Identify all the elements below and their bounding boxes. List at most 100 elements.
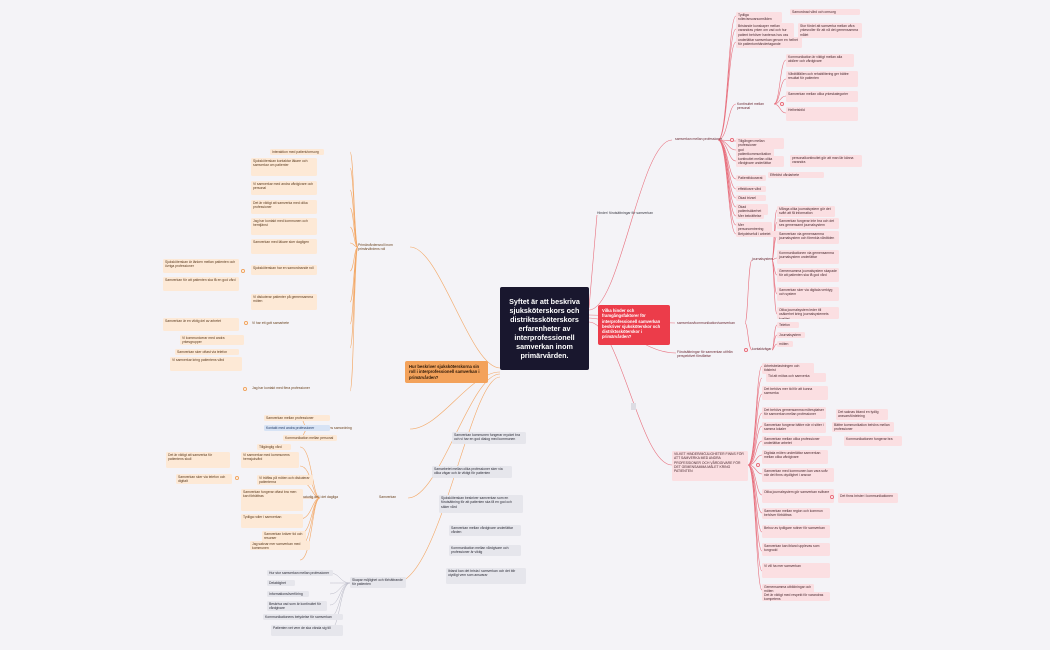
r2-journal-6[interactable]: Olika journalsystem leder till osäkerhet…: [777, 307, 839, 319]
collapse-dot[interactable]: [243, 387, 247, 391]
l3-item-3[interactable]: Samverkan sker via telefon och digitalt: [176, 474, 232, 484]
l4-item-2[interactable]: Informationsöverföring: [267, 591, 309, 598]
r4-item-10[interactable]: Behov av tydligare rutiner för samverkan: [762, 525, 830, 538]
r4-item-3[interactable]: Det behövs gemensamma mötesplatser för s…: [762, 407, 826, 419]
quote-5[interactable]: Ibland kan det brista i samverkan och de…: [446, 568, 526, 584]
branch-primarvardensroll[interactable]: Primärvårdensroll inom primärvårdens rol…: [358, 243, 393, 252]
l1-item-1[interactable]: Sjuksköterskan kontaktar läkare och samv…: [251, 158, 317, 176]
l4-item-5[interactable]: Patienten vet vem de ska vända sig till: [271, 625, 343, 636]
l4-item-4[interactable]: Kommunikationens betydelse för samverkan: [263, 614, 343, 621]
r1-sub-3[interactable]: Vårdtillfällen och rehabilitering ger bä…: [786, 71, 858, 87]
branch-mojlighet[interactable]: Skapar möjlighet och förbättrande för pa…: [350, 577, 406, 588]
l1-sub-6[interactable]: Vi samverkar kring patientens vård: [170, 357, 242, 371]
l1-item-7[interactable]: Vi diskuterar patienter på gemensamma mö…: [251, 294, 317, 310]
l1-sub-7[interactable]: Jag har kontakt med flera professioner: [252, 386, 310, 390]
l3-item-0[interactable]: Tillgänglig vård: [257, 444, 291, 451]
l3-side-label[interactable]: Samverkan: [379, 495, 397, 499]
branch-forstaelse[interactable]: Förutsättningar för samverkan utifrån pe…: [677, 350, 733, 359]
r4-item-9[interactable]: Samverkan mellan region och kommun behöv…: [762, 508, 830, 519]
r1-item-3[interactable]: Kontinuitet mellan personal: [737, 102, 764, 111]
l3-item-7[interactable]: Samverkan kräver tid och resurser: [262, 531, 306, 542]
r1-item-12[interactable]: Mer personcentrering: [736, 222, 772, 233]
l1-item-5[interactable]: Samverkan med läkare sker dagligen: [251, 239, 317, 254]
l4-item-1[interactable]: Delaktighet: [267, 580, 295, 587]
r2-sub-kontakt[interactable]: kontaktvägar: [752, 347, 772, 351]
l1-sub-4[interactable]: Vi kommunicerar med andra yrkesgrupper: [180, 335, 244, 345]
quote-2[interactable]: Sjuksköterskan beskriver samverkan som e…: [439, 495, 523, 513]
hinder-forutsattningar-label[interactable]: Hinder/ förutsättningar för samverkan: [597, 211, 653, 215]
r2-journal-4[interactable]: Gemensamma journalsystem skapade för att…: [777, 268, 839, 282]
r4-extra-2[interactable]: Kommunikationen fungerar bra: [844, 436, 902, 446]
r1-item-4[interactable]: Tillgången mellan professioner: [736, 138, 784, 149]
r4-item-5[interactable]: Samverkan mellan olika professioner unde…: [762, 436, 832, 446]
l1-sub-1[interactable]: Samverkan för att patienten ska få en go…: [163, 277, 239, 291]
l3-item-4[interactable]: Vi träffas på möten och diskuterar patie…: [257, 475, 313, 485]
collapse-dot[interactable]: [744, 348, 748, 352]
l3-item-2[interactable]: Vi samverkar med kommunens hemsjukvård: [241, 452, 299, 468]
r1-sub-5[interactable]: Helhetsbild: [786, 107, 858, 121]
r4-item-0[interactable]: Arbetsbelastningen och tidsbrist: [762, 363, 814, 374]
collapse-dot[interactable]: [730, 138, 734, 142]
r4-extra-3[interactable]: Det finns brister i kommunikationen: [838, 493, 898, 503]
collapse-dot[interactable]: [235, 476, 239, 480]
r1-sub-2[interactable]: Kommunikation är viktigt mellan alla akt…: [786, 54, 854, 67]
r2-journal-1[interactable]: Samverkan fungerar inte bra och det ses …: [777, 218, 839, 229]
r1-sub-6[interactable]: personalkontinuitet gör att man lär känn…: [790, 155, 862, 167]
l3-item-6[interactable]: Tydliga roller i samverkan: [241, 514, 303, 528]
r2-kontakt-0[interactable]: Telefon: [777, 322, 799, 329]
branch-kommunikation[interactable]: samverkan/kommunikation/samverkan: [677, 321, 735, 325]
r2-journal-3[interactable]: Kommunikationen via gemensamma journalsy…: [777, 250, 839, 264]
r2-kontakt-1[interactable]: Journalsystem: [777, 332, 805, 339]
l1-item-2[interactable]: Vi samverkar med andra vårdgivare och pe…: [251, 181, 317, 195]
collapse-dot[interactable]: [830, 495, 834, 499]
l2-item-2[interactable]: Kommunikation mellan personal: [283, 435, 337, 442]
r1-item-1[interactable]: Bristande kunskaper mellan varandras yrk…: [736, 23, 794, 38]
r2-journal-5[interactable]: Samverkan sker via digitala verktyg och …: [777, 287, 839, 301]
r1-item-11[interactable]: Mer bekräftelse: [736, 213, 764, 220]
branch-hinder-mojligheter[interactable]: VILKET HINDER/MÖJLIGHETER FINNS FÖR ATT …: [672, 451, 748, 481]
r4-extra-0[interactable]: Det saknas ibland en tydlig ansvarsförde…: [836, 409, 888, 420]
r4-item-8[interactable]: Olika journalsystem gör samverkan svårar…: [762, 489, 834, 503]
research-question-hinders[interactable]: Vilka hinder och framgångsfaktorer för i…: [598, 305, 670, 345]
l3-item-1[interactable]: Det är viktigt att samverka för patiente…: [166, 452, 230, 468]
r1-sub-1[interactable]: Stor fördel att samverka mellan våra yrk…: [798, 23, 862, 38]
r1-sub-7[interactable]: Effektivt vårdarbete: [768, 172, 824, 179]
quote-3[interactable]: Samverkan mellan vårdgivare underlättar …: [449, 525, 521, 536]
r1-item-0[interactable]: Tydliga roller/ansvarsområden: [736, 12, 782, 23]
l1-item-4[interactable]: Jag har kontakt med kommunen och hemtjän…: [251, 218, 317, 235]
l1-sub-5[interactable]: Samverkan sker oftast via telefon: [175, 349, 239, 356]
l1-item-6[interactable]: Sjuksköterskan har en samordnande roll: [251, 265, 317, 275]
r1-item-10[interactable]: Ökad patientsäkerhet: [736, 204, 768, 215]
l2-item-1[interactable]: Kontakt med andra professioner: [264, 425, 330, 432]
r2-kontakt-2[interactable]: möten: [777, 341, 793, 348]
collapse-dot[interactable]: [780, 102, 784, 106]
collapse-dot[interactable]: [244, 321, 248, 325]
r1-item-13[interactable]: Betydelsefull i arbetet: [736, 231, 780, 238]
r4-item-6[interactable]: Digitala möten underlättar samverkan mel…: [762, 450, 828, 464]
canvas-scroll-marker[interactable]: [631, 403, 636, 410]
l3-item-8[interactable]: Jag saknar mer samverkan med kommunen: [250, 541, 310, 550]
r4-item-7[interactable]: Samverkan med kommunen kan vara svår när…: [762, 468, 834, 482]
r4-item-1[interactable]: Tid att mötas och samverka: [766, 373, 826, 382]
r1-sub-0[interactable]: Samordnad vård och omsorg: [790, 9, 860, 16]
l1-sub-2[interactable]: Vi har ett gott samarbete: [252, 321, 290, 325]
collapse-dot[interactable]: [756, 463, 760, 467]
r2-sub-journal[interactable]: journalsystem: [752, 257, 773, 261]
r4-item-4[interactable]: Samverkan fungerar bättre när vi sitter …: [762, 422, 826, 433]
l4-item-3[interactable]: Beskriva vad som är kontinuitet för vård…: [267, 601, 327, 611]
quote-1[interactable]: Samarbetet mellan olika professioner ske…: [432, 466, 512, 478]
r4-extra-1[interactable]: Bättre kommunikation behövs mellan profe…: [832, 422, 894, 432]
l3-item-5[interactable]: Samverkan fungerar oftast bra men kan fö…: [241, 489, 303, 511]
r4-item-2[interactable]: Det behövs mer tid för att kunna samverk…: [762, 386, 828, 400]
r1-item-6[interactable]: kontinuitet mellan olika vårdgivare unde…: [736, 156, 784, 167]
r1-item-7[interactable]: Patientfokuserat: [736, 175, 766, 182]
branch-samordning[interactable]: sjuksköterskans samordning: [309, 426, 352, 430]
l1-sub-0[interactable]: Sjuksköterskan är länken mellan patiente…: [163, 259, 239, 273]
r1-item-8[interactable]: effektivare vård: [736, 186, 766, 193]
research-question-role[interactable]: Hur beskriver sjuksköterskorna sin roll …: [405, 361, 488, 383]
r1-item-9[interactable]: Ökad trivsel: [736, 195, 766, 202]
root-topic[interactable]: Syftet är att beskriva sjuksköterskors o…: [500, 287, 589, 370]
l1-item-0[interactable]: Interaktion med patient/omsorg: [270, 149, 324, 156]
r4-item-12[interactable]: Vi vill ha mer samverkan: [762, 563, 830, 578]
